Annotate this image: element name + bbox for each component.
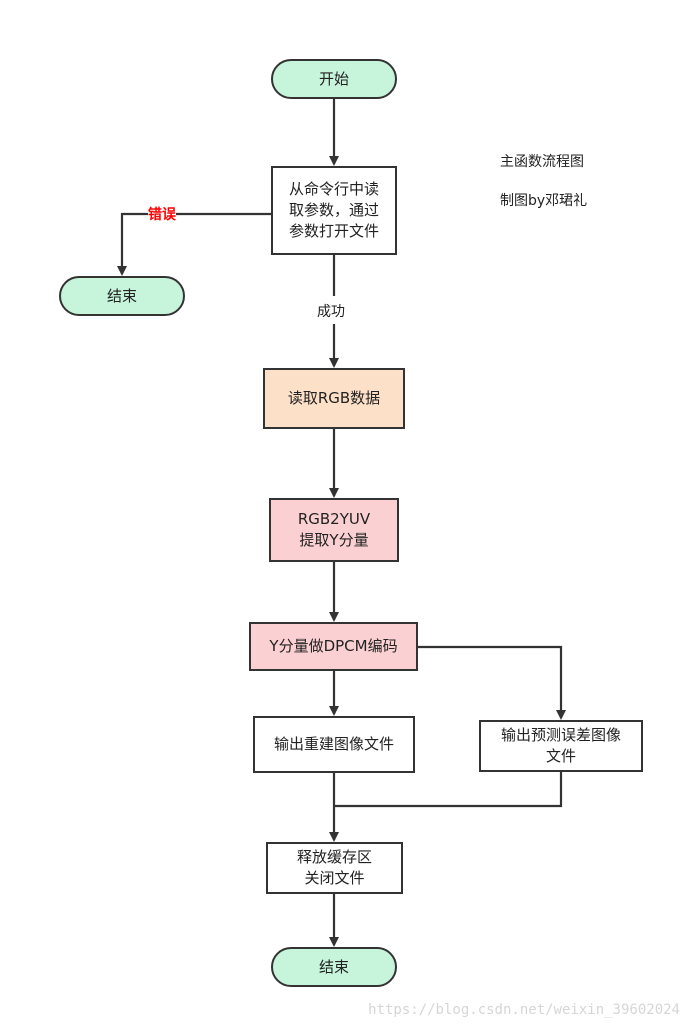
output-prediction-error-process: 输出预测误差图像 文件 [479,720,643,772]
edge-out-pred-err-merge [334,772,563,808]
watermark: https://blog.csdn.net/weixin_39602024 [368,1002,680,1018]
error-edge-label: 错误 [148,204,176,224]
output-reconstruction-process: 输出重建图像文件 [253,716,415,773]
success-edge-label: 成功 [317,304,345,320]
release-process: 释放缓存区 关闭文件 [266,842,403,894]
end-terminal: 结束 [271,947,397,987]
diagram-title: 主函数流程图 [500,154,584,170]
start-terminal: 开始 [271,59,397,99]
edge-dpcm-to-out-pred-err [418,645,566,720]
dpcm-process: Y分量做DPCM编码 [249,622,418,671]
edge-read-args-to-end-error [117,212,271,276]
end-error-terminal: 结束 [59,276,185,316]
rgb2yuv-process: RGB2YUV 提取Y分量 [269,498,399,562]
read-rgb-process: 读取RGB数据 [263,368,405,429]
read-args-process: 从命令行中读 取参数，通过 参数打开文件 [271,166,397,255]
diagram-author: 制图by邓珺礼 [500,193,588,209]
